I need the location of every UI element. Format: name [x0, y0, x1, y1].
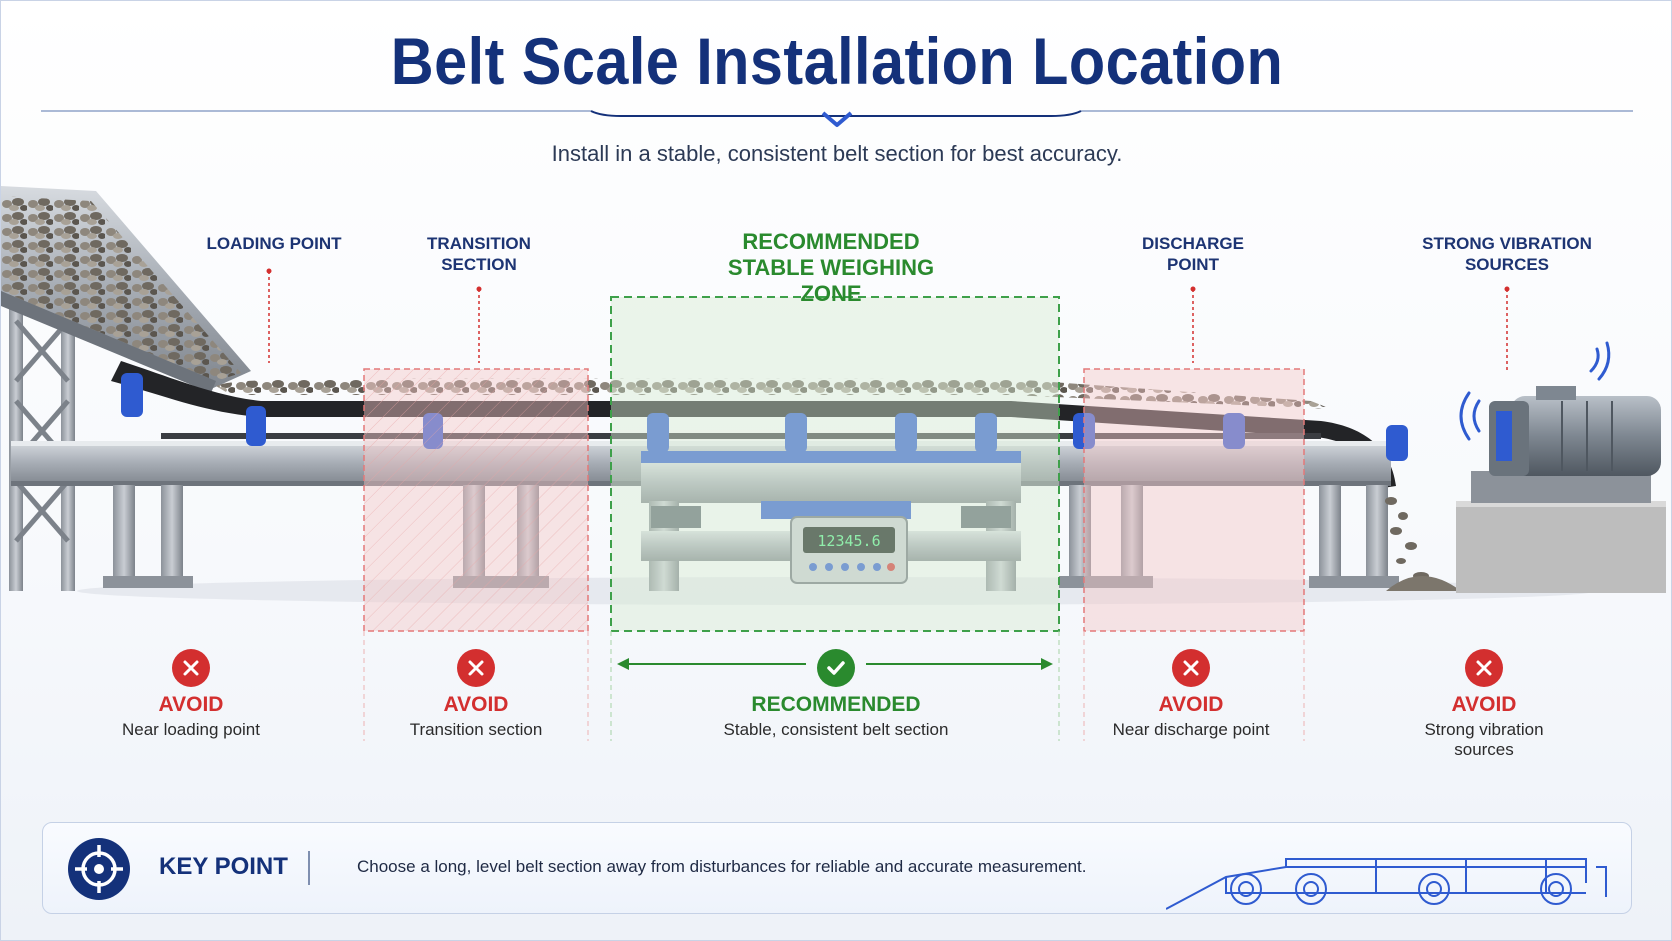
status-description: Near loading point	[122, 720, 260, 739]
discharge-zone	[1084, 369, 1304, 631]
status-loading: AVOID Near loading point	[101, 649, 281, 740]
status-description: Near discharge point	[1112, 720, 1270, 739]
recommended-span-arrow	[617, 658, 1053, 670]
status-transition: AVOID Transition section	[386, 649, 566, 740]
status-word: AVOID	[1158, 693, 1224, 716]
key-point-title: KEY POINT	[159, 853, 288, 880]
target-icon	[68, 838, 130, 900]
page-title: Belt Scale Installation Location	[390, 24, 1284, 98]
indicator-reading: 12345.6	[817, 532, 880, 550]
label-loading-point: LOADING POINT	[206, 234, 342, 253]
discharge-gravel	[1385, 497, 1461, 591]
label-transition-section: TRANSITION SECTION	[427, 234, 531, 274]
label-vibration-sources: STRONG VIBRATION SOURCES	[1422, 234, 1592, 274]
label-discharge-point: DISCHARGE POINT	[1141, 234, 1244, 274]
drive-motor	[1456, 386, 1666, 593]
title-divider	[41, 110, 1633, 127]
subtitle: Install in a stable, consistent belt sec…	[551, 141, 1123, 166]
avoid-icon	[457, 649, 495, 687]
key-point-text: Choose a long, level belt section away f…	[357, 857, 1087, 876]
vibration-waves	[1459, 341, 1611, 441]
status-discharge: AVOID Near discharge point	[1101, 649, 1281, 740]
label-leaders	[268, 271, 1508, 371]
status-word: RECOMMENDED	[751, 693, 921, 716]
status-word: AVOID	[1451, 693, 1517, 716]
avoid-icon	[1172, 649, 1210, 687]
recommended-zone	[611, 297, 1059, 631]
status-description: Stable, consistent belt section	[723, 720, 949, 739]
avoid-icon	[1465, 649, 1503, 687]
key-point-separator	[308, 851, 310, 885]
status-description: Transition section	[409, 720, 543, 739]
label-recommended-zone: RECOMMENDED STABLE WEIGHING ZONE	[727, 229, 935, 306]
avoid-icon	[172, 649, 210, 687]
conveyor-lineart-icon	[1166, 858, 1607, 910]
status-description: Strong vibration sources	[1424, 720, 1544, 759]
status-word: AVOID	[443, 693, 509, 716]
status-recommended: RECOMMENDED Stable, consistent belt sect…	[701, 649, 971, 740]
status-word: AVOID	[158, 693, 224, 716]
status-vibration: AVOID Strong vibration sources	[1409, 649, 1559, 760]
weight-indicator: 12345.6	[790, 516, 908, 584]
check-icon	[817, 649, 855, 687]
